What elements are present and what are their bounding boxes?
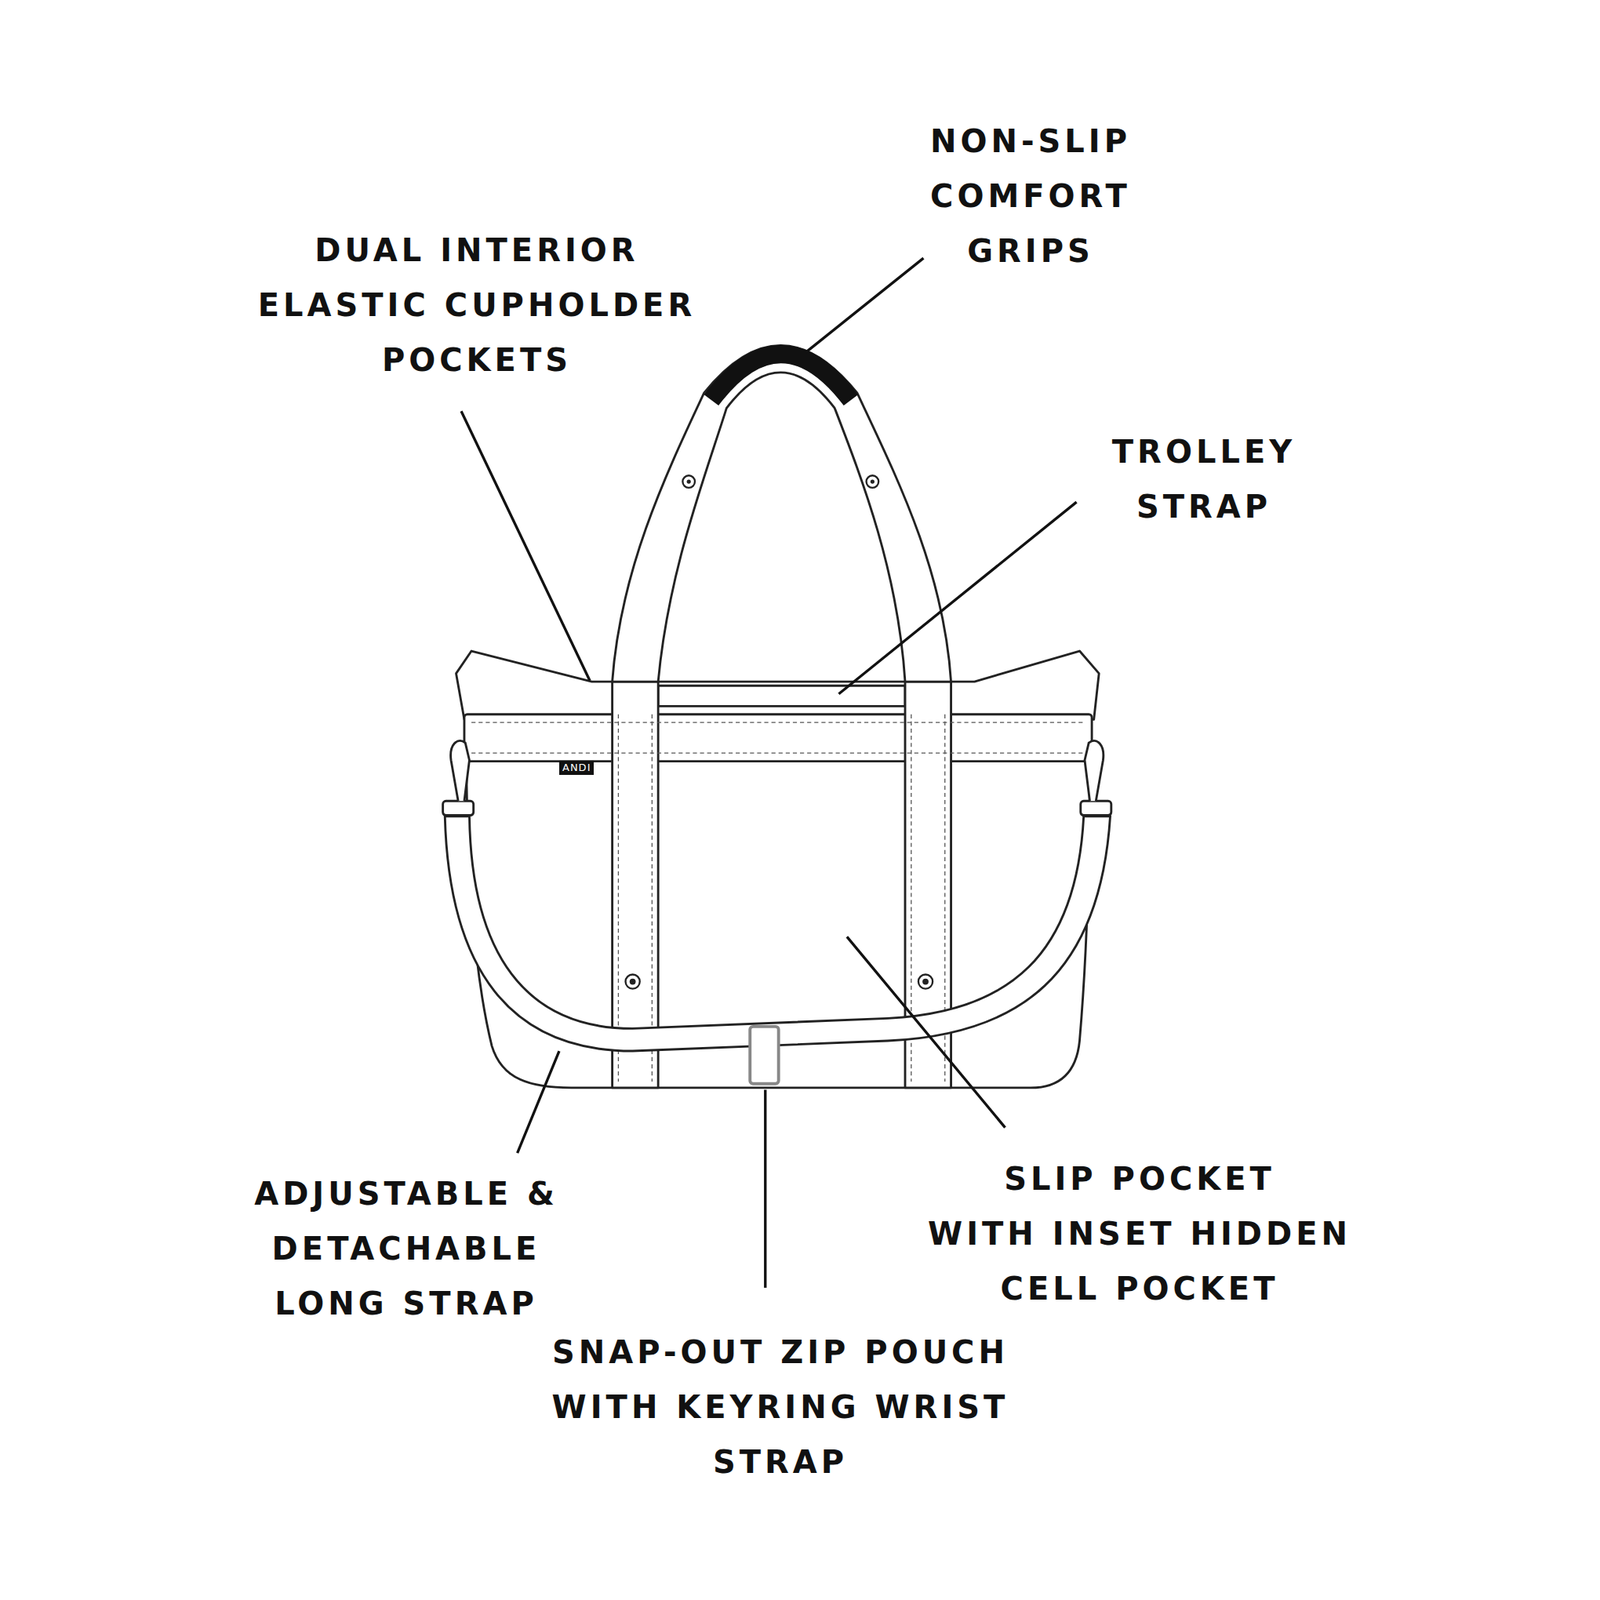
callout-label: SNAP-OUT ZIP POUCH WITH KEYRING WRIST ST…	[545, 1324, 1016, 1490]
trolley-strap	[658, 685, 906, 706]
clip-hook	[450, 741, 470, 802]
strap-keeper	[749, 1026, 779, 1084]
handle	[612, 345, 952, 682]
leader-line	[517, 1050, 560, 1153]
strap-buckle	[1080, 800, 1112, 815]
bag-back-panel	[456, 650, 1100, 720]
leader-line	[838, 501, 1077, 695]
strap-buckle	[443, 800, 474, 815]
callout-label: DUAL INTERIOR ELASTIC CUPHOLDER POCKETS	[258, 222, 696, 388]
brand-tag: ANDI	[559, 760, 594, 775]
long-strap	[444, 816, 1110, 1051]
leader-line	[763, 1089, 767, 1288]
comfort-grip	[711, 353, 851, 400]
zip-band	[464, 714, 1092, 762]
callout-label: TROLLEY STRAP	[1112, 424, 1296, 535]
leader-line	[806, 258, 924, 353]
callout-label: SLIP POCKET WITH INSET HIDDEN CELL POCKE…	[927, 1151, 1352, 1317]
callout-label: ADJUSTABLE & DETACHABLE LONG STRAP	[254, 1166, 559, 1331]
callout-label: NON-SLIP COMFORT GRIPS	[930, 113, 1131, 279]
leader-line	[847, 936, 1006, 1128]
leader-line	[461, 410, 590, 680]
clip-hook	[1084, 741, 1104, 802]
